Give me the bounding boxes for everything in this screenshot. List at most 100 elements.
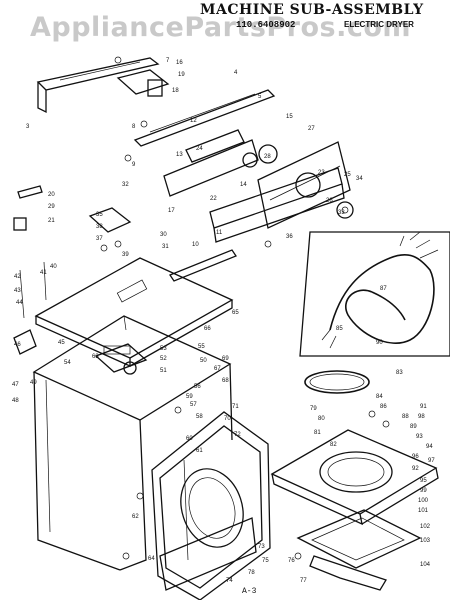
callout-100: 100	[418, 498, 429, 504]
callout-95: 95	[420, 478, 427, 484]
callout-84: 84	[376, 394, 383, 400]
callout-73: 73	[258, 544, 265, 550]
callout-61: 61	[196, 448, 203, 454]
callout-22: 22	[210, 196, 217, 202]
callout-74: 74	[226, 578, 233, 584]
callout-25: 25	[344, 172, 351, 178]
callout-72: 72	[234, 432, 241, 438]
callout-21: 21	[48, 218, 55, 224]
front-panel	[151, 411, 271, 600]
callout-79: 79	[310, 406, 317, 412]
callout-77: 77	[300, 578, 307, 584]
callout-33: 33	[338, 210, 345, 216]
callout-71: 71	[232, 404, 239, 410]
callout-96: 96	[412, 454, 419, 460]
callout-16: 16	[176, 60, 183, 66]
callout-30: 30	[160, 232, 167, 238]
callout-43: 43	[14, 288, 21, 294]
blower-motor	[94, 343, 148, 375]
callout-9: 9	[132, 162, 136, 168]
callout-34: 34	[356, 176, 363, 182]
toe-kick	[159, 517, 257, 591]
diagram-title: MACHINE SUB-ASSEMBLY	[200, 2, 424, 18]
callout-89: 89	[410, 424, 417, 430]
callout-3: 3	[26, 124, 30, 130]
callout-18: 18	[172, 88, 179, 94]
callout-63: 63	[92, 354, 99, 360]
callout-28: 28	[264, 154, 271, 160]
door-seal-ring	[304, 370, 370, 394]
callout-40: 40	[50, 264, 57, 270]
callout-15: 15	[286, 114, 293, 120]
callout-8: 8	[132, 124, 136, 130]
callout-81: 81	[314, 430, 321, 436]
callout-10: 10	[192, 242, 199, 248]
callout-103: 103	[420, 538, 431, 544]
callout-69: 69	[222, 356, 229, 362]
model-number: 110.6408902	[236, 20, 296, 30]
console-rail	[133, 89, 276, 147]
control-panel	[163, 129, 278, 197]
callout-36: 36	[286, 234, 293, 240]
callout-26: 26	[326, 198, 333, 204]
callout-93: 93	[416, 434, 423, 440]
callout-60: 60	[186, 436, 193, 442]
callout-37: 37	[96, 236, 103, 242]
fasteners	[100, 56, 390, 560]
callout-24: 24	[196, 146, 203, 152]
callout-51: 51	[160, 368, 167, 374]
callout-50: 50	[200, 358, 207, 364]
callout-66: 66	[204, 326, 211, 332]
callout-39: 39	[122, 252, 129, 258]
callout-19: 19	[178, 72, 185, 78]
callout-75: 75	[262, 558, 269, 564]
callout-20: 20	[48, 192, 55, 198]
callout-83: 83	[396, 370, 403, 376]
callout-32: 32	[122, 182, 129, 188]
callout-76: 76	[288, 558, 295, 564]
callout-67: 67	[214, 366, 221, 372]
callout-58: 58	[196, 414, 203, 420]
rear-bracket	[36, 57, 160, 114]
callout-41: 41	[40, 270, 47, 276]
callout-45: 45	[58, 340, 65, 346]
callout-14: 14	[240, 182, 247, 188]
callout-97: 97	[428, 458, 435, 464]
watermark: AppliancePartsPros.com	[30, 12, 412, 43]
callout-101: 101	[418, 508, 429, 514]
callout-85: 85	[336, 326, 343, 332]
callout-70: 70	[224, 416, 231, 422]
callout-35: 35	[96, 212, 103, 218]
callout-7: 7	[166, 58, 170, 64]
callout-57: 57	[190, 402, 197, 408]
cabinet	[32, 315, 233, 571]
callout-90: 90	[376, 340, 383, 346]
callout-42: 42	[14, 274, 21, 280]
callout-52: 52	[160, 356, 167, 362]
callout-64: 64	[148, 556, 155, 562]
callout-86: 86	[380, 404, 387, 410]
front-trim-panel	[209, 167, 345, 243]
callout-labels: 3457891011121314151617181920212223242526…	[12, 58, 435, 584]
product-type: ELECTRIC DRYER	[344, 20, 414, 29]
callout-104: 104	[420, 562, 431, 568]
callout-65: 65	[232, 310, 239, 316]
page-reference: A-3	[242, 587, 257, 596]
callout-38: 38	[96, 224, 103, 230]
callout-53: 53	[160, 346, 167, 352]
callout-92: 92	[412, 466, 419, 472]
callout-78: 78	[248, 570, 255, 576]
callout-31: 31	[162, 244, 169, 250]
callout-17: 17	[168, 208, 175, 214]
callout-11: 11	[216, 230, 223, 236]
callout-91: 91	[420, 404, 427, 410]
callout-56: 56	[194, 384, 201, 390]
left-wiring	[13, 261, 47, 355]
wiring-harness-inset	[299, 231, 450, 357]
callout-82: 82	[330, 442, 337, 448]
callout-27: 27	[308, 126, 315, 132]
left-small-parts	[13, 185, 132, 233]
callout-55: 55	[198, 344, 205, 350]
